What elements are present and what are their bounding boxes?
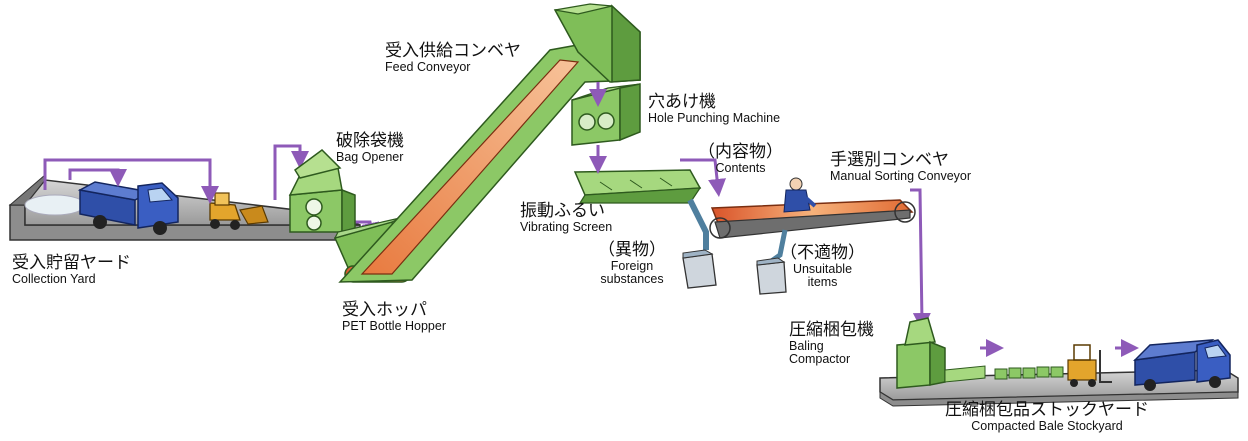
label-manual-sorting: 手選別コンベヤ Manual Sorting Conveyor xyxy=(830,150,972,183)
label-unsuitable-en2: items xyxy=(807,274,838,289)
label-unsuitable-jp: （不適物） xyxy=(780,243,865,263)
label-feed-conveyor-jp: 受入供給コンベヤ xyxy=(385,41,521,61)
label-contents: （内容物） Contents xyxy=(698,142,783,175)
label-foreign-jp: （異物） xyxy=(598,240,666,260)
label-vibrating-screen-en: Vibrating Screen xyxy=(520,219,613,234)
label-baling-jp: 圧縮梱包機 xyxy=(789,320,874,340)
wheel-loader-icon xyxy=(209,192,269,230)
label-baling: 圧縮梱包機 Baling Compactor xyxy=(789,320,874,366)
label-feed-conveyor-en: Feed Conveyor xyxy=(385,59,471,74)
unsuitable-items-bin xyxy=(756,257,787,295)
label-hopper: 受入ホッパ PET Bottle Hopper xyxy=(342,300,446,333)
worker-icon xyxy=(783,177,817,213)
label-hole-punching-en: Hole Punching Machine xyxy=(648,110,781,125)
label-hopper-en: PET Bottle Hopper xyxy=(342,318,446,333)
forklift-icon xyxy=(1067,344,1112,387)
baling-compactor-machine xyxy=(896,317,986,389)
label-foreign-en2: substances xyxy=(600,271,664,286)
label-collection-yard: 受入貯留ヤード Collection Yard xyxy=(12,253,131,286)
flow-arrows-screen xyxy=(589,82,931,331)
manual-sorting-conveyor xyxy=(709,199,916,265)
label-hole-punching: 穴あけ機 Hole Punching Machine xyxy=(648,92,781,125)
label-hole-punching-jp: 穴あけ機 xyxy=(648,92,716,112)
vibrating-screen xyxy=(573,169,702,204)
label-bag-opener: 破除袋機 Bag Opener xyxy=(336,131,404,164)
label-contents-jp: （内容物） xyxy=(698,142,783,162)
compacted-bales-icon xyxy=(994,366,1064,380)
label-collection-yard-jp: 受入貯留ヤード xyxy=(12,253,131,273)
label-foreign: （異物） Foreign substances xyxy=(598,240,666,286)
label-feed-conveyor: 受入供給コンベヤ Feed Conveyor xyxy=(385,41,521,74)
label-bale-stockyard-jp: 圧縮梱包品ストックヤード xyxy=(945,400,1149,420)
label-vibrating-screen: 振動ふるい Vibrating Screen xyxy=(520,201,613,234)
dump-truck-icon xyxy=(77,181,179,235)
label-foreign-en1: Foreign xyxy=(610,258,654,273)
label-manual-sorting-jp: 手選別コンベヤ xyxy=(830,150,949,170)
label-baling-en2: Compactor xyxy=(789,351,851,366)
label-unsuitable: （不適物） Unsuitable items xyxy=(780,243,865,289)
label-vibrating-screen-jp: 振動ふるい xyxy=(520,201,605,221)
bag-opener-machine xyxy=(288,149,356,234)
label-collection-yard-en: Collection Yard xyxy=(12,271,96,286)
bale-truck-icon xyxy=(1132,339,1231,391)
label-hopper-jp: 受入ホッパ xyxy=(342,300,427,320)
foreign-substances-chute xyxy=(682,198,717,289)
label-manual-sorting-en: Manual Sorting Conveyor xyxy=(830,168,972,183)
feed-conveyor xyxy=(338,3,641,283)
hole-punching-machine xyxy=(571,83,641,146)
label-contents-en: Contents xyxy=(715,160,766,175)
label-bag-opener-jp: 破除袋機 xyxy=(336,131,404,151)
label-bale-stockyard: 圧縮梱包品ストックヤード Compacted Bale Stockyard xyxy=(945,400,1149,433)
label-bag-opener-en: Bag Opener xyxy=(336,149,404,164)
label-bale-stockyard-en: Compacted Bale Stockyard xyxy=(971,418,1123,433)
label-unsuitable-en1: Unsuitable xyxy=(792,261,853,276)
label-baling-en1: Baling xyxy=(789,338,824,353)
